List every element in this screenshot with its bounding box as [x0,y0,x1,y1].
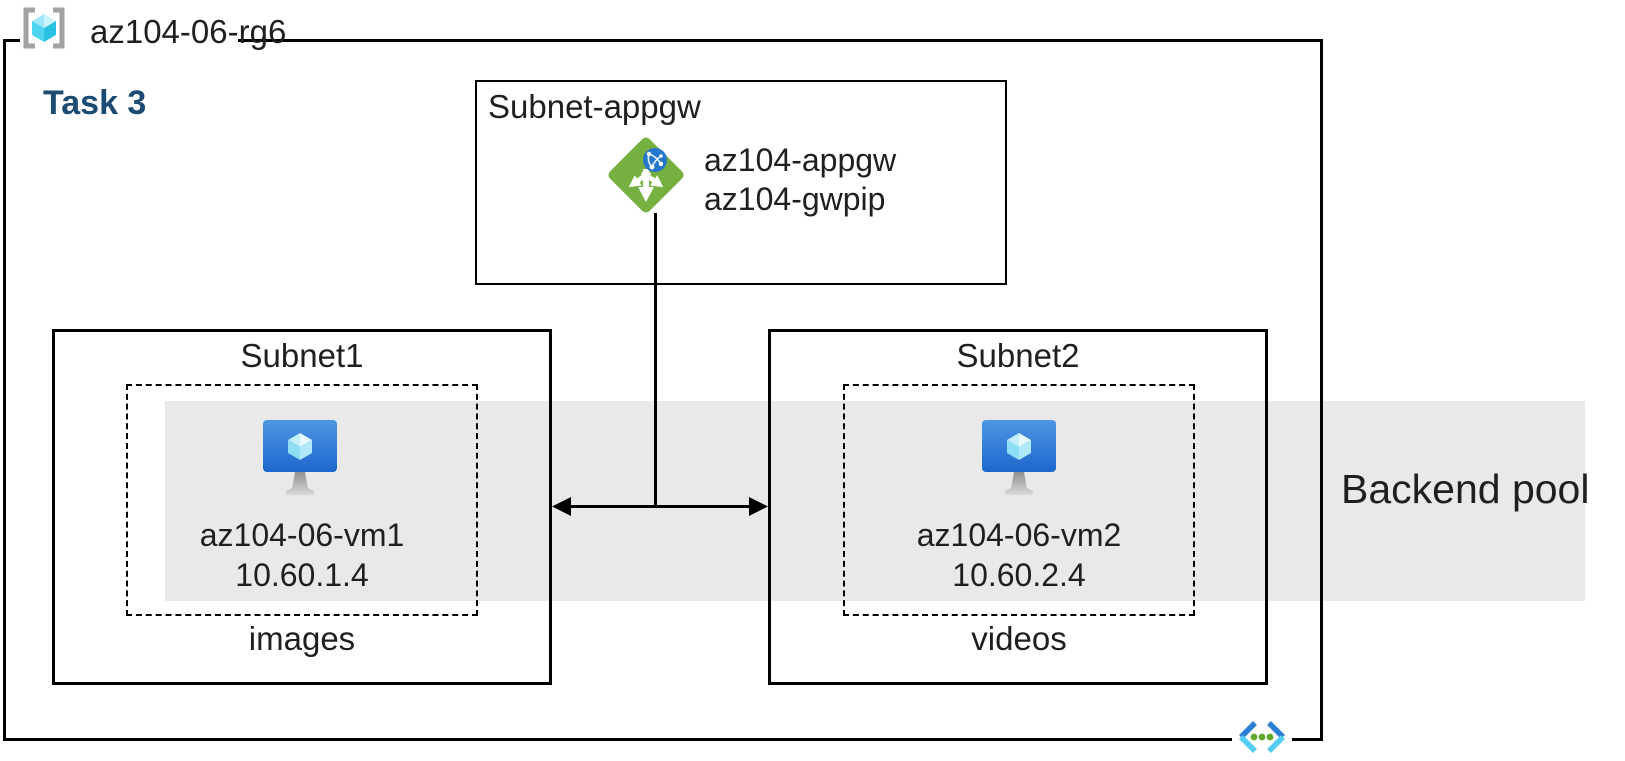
vm2-labels: az104-06-vm2 10.60.2.4 [843,515,1195,595]
virtual-machine-icon [982,420,1056,495]
vm2-name: az104-06-vm2 [916,517,1122,553]
resource-group-icon [23,7,65,49]
resource-group-border-gap [20,30,238,48]
subnet1-title: Subnet1 [240,337,364,374]
vm1-ip: 10.60.1.4 [235,557,369,593]
vm1-labels: az104-06-vm1 10.60.1.4 [126,515,478,595]
subnet2-container-label: videos [971,620,1067,657]
subnet2-title: Subnet2 [956,337,1080,374]
virtual-machine-icon [263,420,337,495]
subnet1-box [52,329,552,685]
gateway-public-ip-name: az104-gwpip [704,181,886,217]
backend-pool-band [165,401,1585,601]
resource-group-box [3,39,1323,741]
vm1-name: az104-06-vm1 [199,517,405,553]
resource-group-name: az104-06-rg6 [90,13,287,50]
application-gateway-labels: az104-appgw az104-gwpip [704,141,896,219]
subnet1-container-label: images [248,620,356,657]
subnet2-box [768,329,1268,685]
subnet1-backend-pool-outline [126,384,478,616]
subnet-appgw-title: Subnet-appgw [488,88,701,125]
subnet2-backend-pool-outline [843,384,1195,616]
task-title: Task 3 [43,84,147,122]
application-gateway-name: az104-appgw [704,142,897,178]
subnet-appgw-box [475,80,1007,285]
backend-pool-label: Backend pool [1341,466,1590,512]
application-gateway-icon [608,137,684,213]
virtual-network-icon [1239,721,1285,753]
vm2-ip: 10.60.2.4 [952,557,1086,593]
